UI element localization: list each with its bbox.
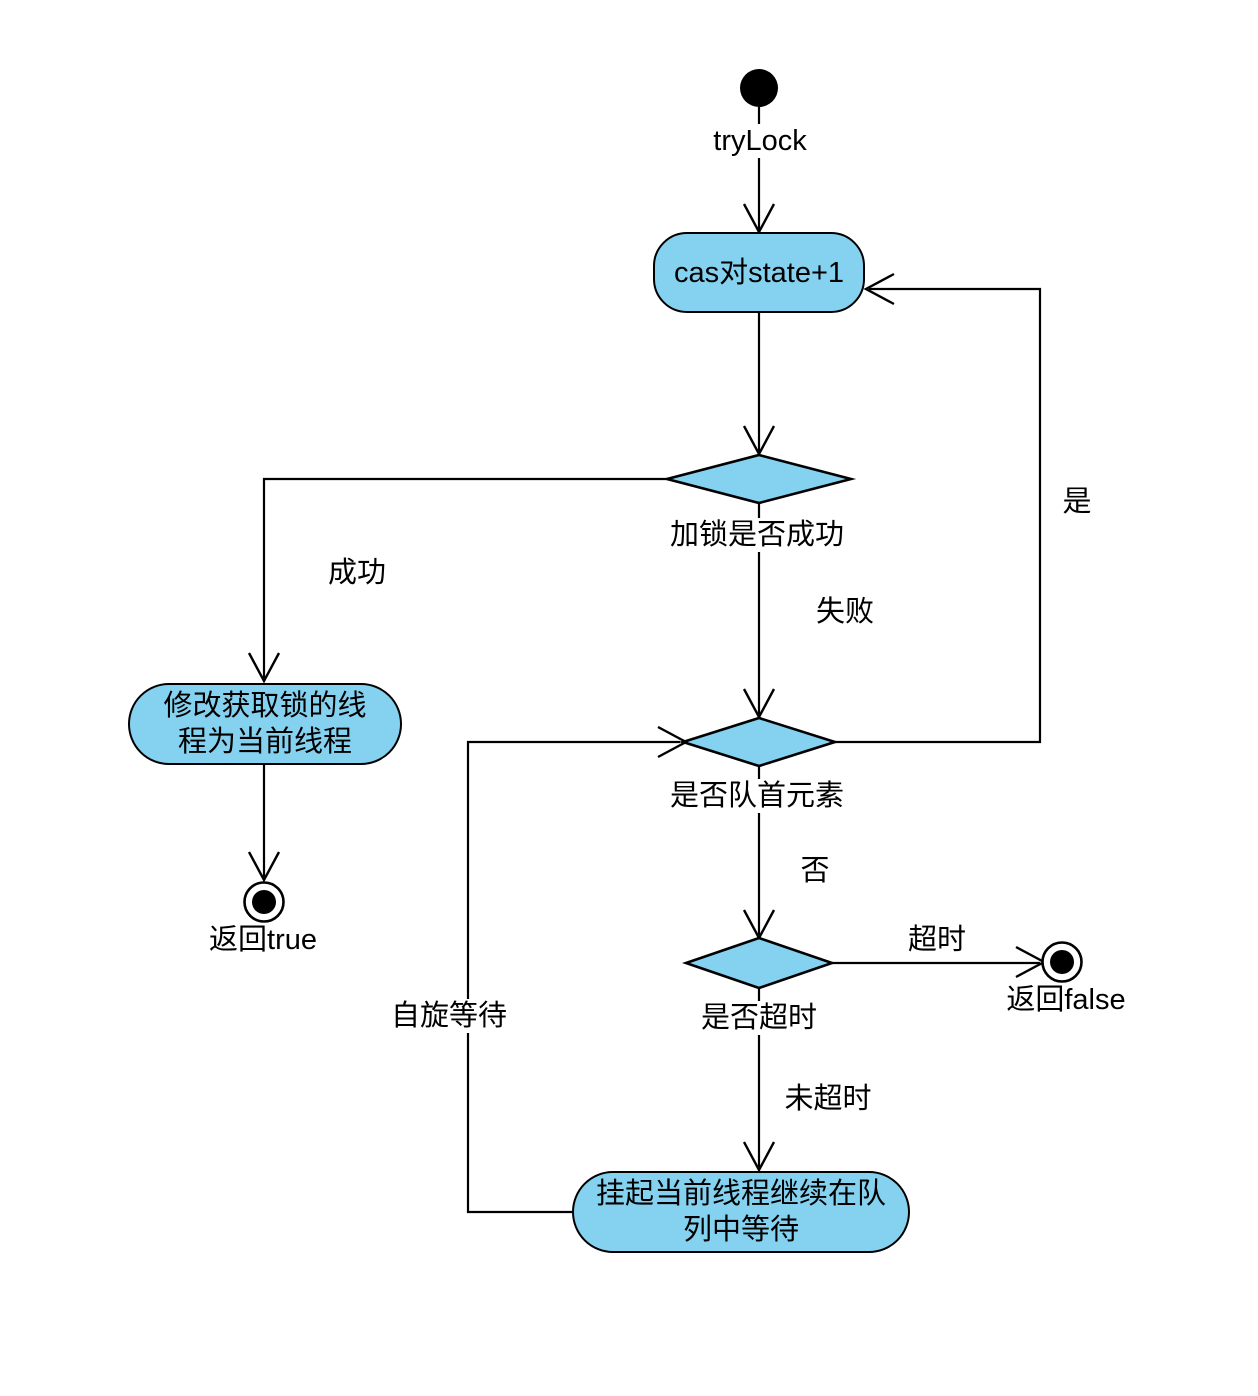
decision-label-queue-head: 是否队首元素: [666, 779, 848, 813]
edge-success-branch: [262, 477, 667, 678]
decision-lock-acquired: [661, 453, 857, 505]
edge-label-timeout: 超时: [907, 924, 967, 956]
action-node-suspend-label: 挂起当前线程继续在队 列中等待: [595, 1178, 886, 1246]
edge-label-not-timeout: 未超时: [784, 1083, 872, 1115]
decision-label-lock-acquired: 加锁是否成功: [666, 518, 848, 552]
decision-label-timeout: 是否超时: [697, 1001, 821, 1035]
action-node-suspend: 挂起当前线程继续在队 列中等待: [572, 1171, 910, 1253]
arrowhead-into-modify: [247, 652, 281, 684]
end-node-true-core: [252, 890, 276, 914]
edge-label-spin-wait: 自旋等待: [387, 999, 511, 1033]
edge-label-no: 否: [800, 855, 830, 887]
end-node-false-core: [1050, 950, 1074, 974]
decision-queue-head: [678, 716, 840, 768]
terminal-label-return-true: 返回true: [209, 924, 317, 956]
start-node: [740, 69, 778, 107]
terminal-label-return-false: 返回false: [1006, 984, 1126, 1016]
edge-label-fail: 失败: [815, 596, 875, 628]
arrowhead-into-cas-right: [863, 272, 895, 306]
action-node-cas: cas对state+1: [653, 232, 865, 313]
action-node-modify: 修改获取锁的线 程为当前线程: [128, 683, 402, 765]
action-node-cas-label: cas对state+1: [673, 256, 845, 289]
action-node-modify-label: 修改获取锁的线 程为当前线程: [163, 690, 367, 758]
edge-label-success: 成功: [327, 557, 387, 589]
arrowhead-into-suspend: [742, 1141, 776, 1173]
decision-timeout: [681, 936, 837, 990]
edge-yes-loop-to-cas: [835, 287, 1042, 744]
arrowhead-into-return-true: [247, 851, 281, 883]
edge-label-trylock: tryLock: [710, 124, 810, 158]
edge-label-yes: 是: [1062, 486, 1092, 518]
arrowhead-into-queue-head-left: [657, 725, 689, 759]
edge-spin-wait-loop: [466, 740, 680, 1214]
